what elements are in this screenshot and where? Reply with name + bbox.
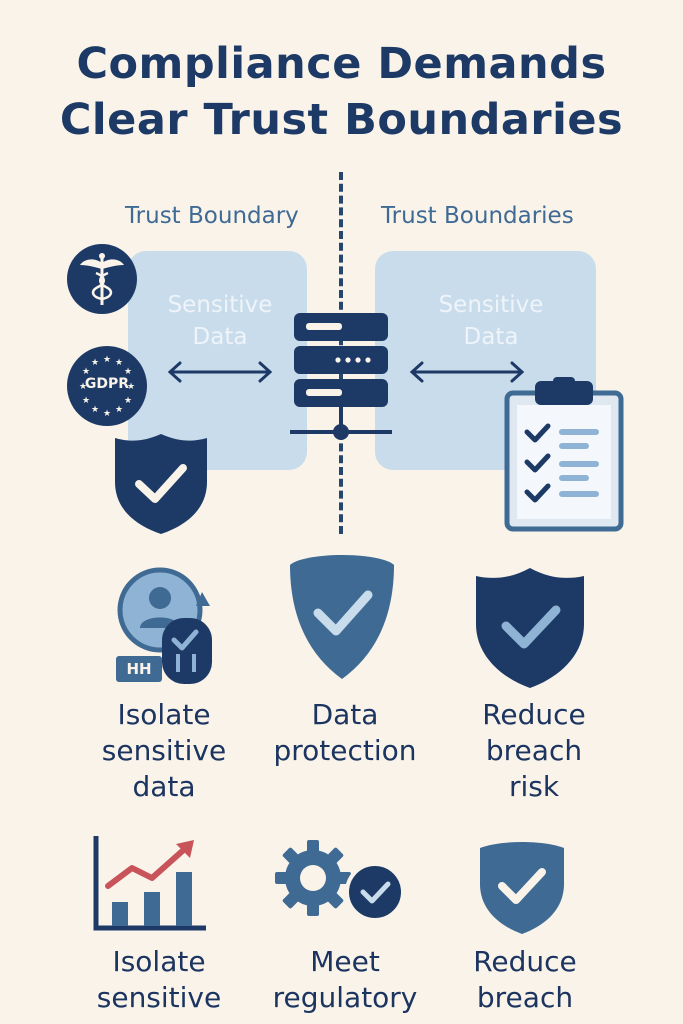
benefit-label-line: Reduce bbox=[482, 698, 586, 731]
svg-text:★: ★ bbox=[115, 405, 123, 415]
svg-text:★: ★ bbox=[82, 367, 90, 377]
user-isolation-icon bbox=[116, 566, 216, 688]
clipboard-checklist-icon bbox=[504, 377, 624, 532]
left-sensitive-panel bbox=[128, 251, 307, 470]
benefit-label-isolate-2: Isolate sensitive bbox=[84, 944, 234, 1016]
benefit-label-line: risk bbox=[508, 770, 560, 803]
svg-text:★: ★ bbox=[103, 355, 111, 365]
gdpr-label: GDPR bbox=[84, 376, 130, 392]
benefit-label-reduce-risk: Reduce breach risk bbox=[454, 697, 614, 805]
left-panel-text: Sensitive Data bbox=[150, 289, 290, 353]
server-icon bbox=[290, 313, 392, 443]
left-panel-line-2: Data bbox=[192, 324, 248, 350]
benefit-label-line: Reduce bbox=[473, 945, 577, 978]
caduceus-icon bbox=[66, 243, 138, 315]
benefit-label-line: regulatory bbox=[272, 981, 418, 1014]
svg-text:★: ★ bbox=[91, 405, 99, 415]
benefit-label-line: Isolate bbox=[112, 945, 206, 978]
reduce-breach-shield-icon bbox=[478, 840, 566, 936]
page-title: Compliance Demands Clear Trust Boundarie… bbox=[0, 36, 683, 148]
benefit-label-line: Data bbox=[311, 698, 379, 731]
right-exchange-arrow-icon bbox=[408, 359, 526, 385]
title-line-1: Compliance Demands bbox=[76, 39, 607, 89]
left-exchange-arrow-icon bbox=[166, 359, 274, 385]
benefit-label-line: sensitive bbox=[101, 734, 227, 767]
svg-text:★: ★ bbox=[115, 358, 123, 368]
gear-check-icon bbox=[275, 840, 407, 922]
benefit-label-line: breach bbox=[476, 981, 574, 1014]
benefit-label-line: Meet bbox=[310, 945, 380, 978]
breach-risk-shield-icon bbox=[474, 566, 586, 690]
svg-text:★: ★ bbox=[124, 367, 132, 377]
svg-text:★: ★ bbox=[103, 409, 111, 419]
data-protection-shield-icon bbox=[288, 553, 396, 681]
growth-chart-icon bbox=[92, 834, 210, 932]
svg-text:★: ★ bbox=[124, 396, 132, 406]
benefit-label-reduce-breach-2: Reduce breach bbox=[448, 944, 602, 1016]
svg-text:★: ★ bbox=[91, 358, 99, 368]
right-panel-line-1: Sensitive bbox=[438, 292, 544, 318]
benefit-label-data-protection: Data protection bbox=[262, 697, 428, 769]
left-panel-line-1: Sensitive bbox=[167, 292, 273, 318]
benefit-label-meet-regulatory: Meet regulatory bbox=[262, 944, 428, 1016]
right-zone-heading: Trust Boundaries bbox=[381, 203, 574, 229]
svg-text:★: ★ bbox=[82, 396, 90, 406]
benefit-label-line: protection bbox=[273, 734, 417, 767]
benefit-label-line: sensitive bbox=[96, 981, 222, 1014]
title-line-2: Clear Trust Boundaries bbox=[59, 95, 624, 145]
gdpr-badge-icon: ★ ★ ★ ★ ★ ★ ★ ★ ★ ★ ★ ★ GDPR bbox=[66, 345, 148, 427]
right-panel-line-2: Data bbox=[463, 324, 519, 350]
right-panel-text: Sensitive Data bbox=[416, 289, 566, 353]
benefit-label-line: Isolate bbox=[117, 698, 211, 731]
benefit-label-isolate: Isolate sensitive data bbox=[84, 697, 244, 805]
benefit-label-line: breach bbox=[485, 734, 583, 767]
left-zone-heading: Trust Boundary bbox=[125, 203, 299, 229]
shield-check-icon bbox=[113, 432, 209, 536]
benefit-label-line: data bbox=[132, 770, 196, 803]
svg-text:★: ★ bbox=[79, 382, 87, 392]
svg-text:★: ★ bbox=[127, 382, 135, 392]
id-card-tag: HH bbox=[116, 656, 162, 682]
